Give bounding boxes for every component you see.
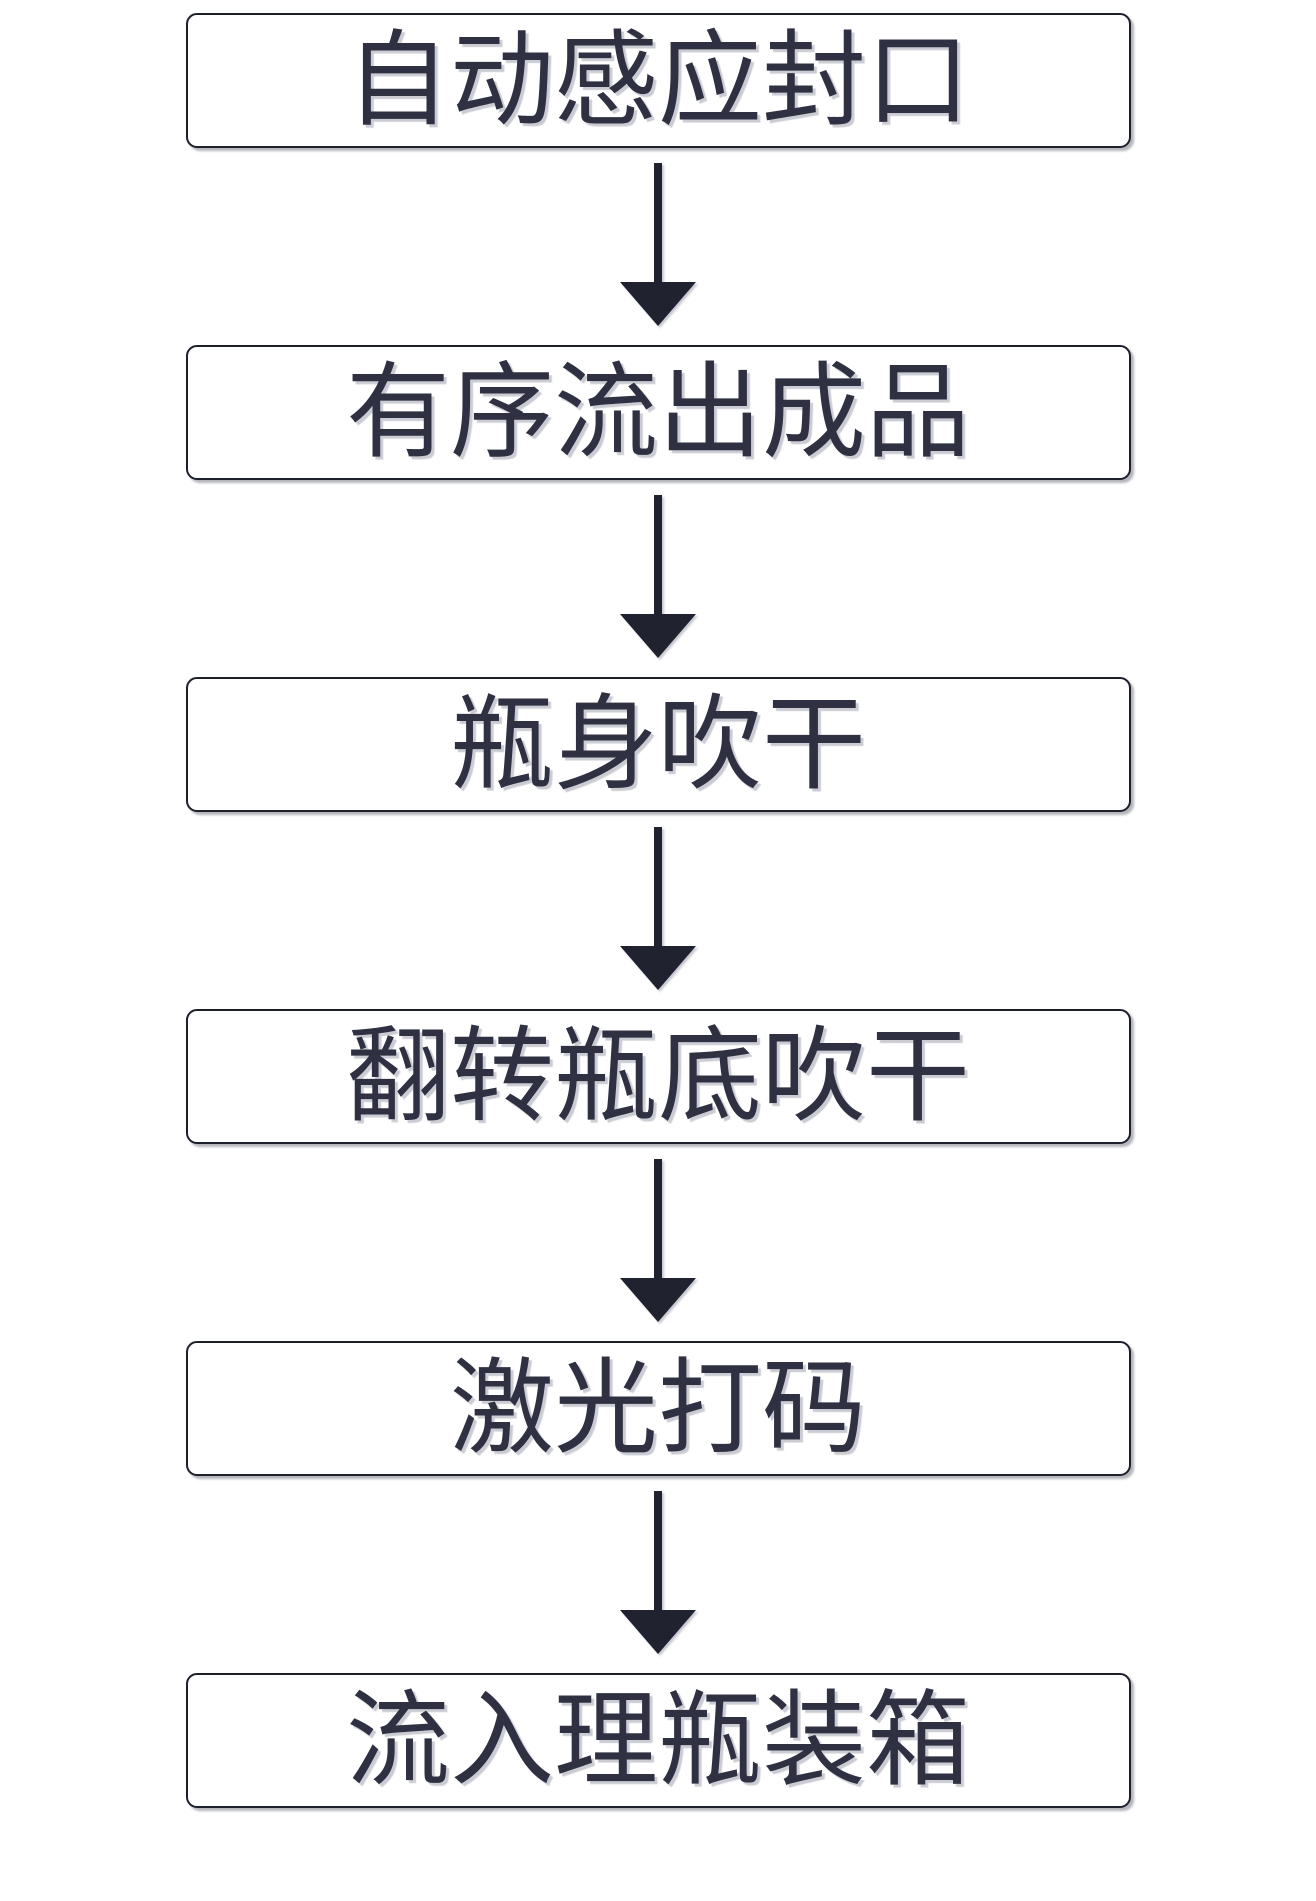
flowchart-step-5: 激光打码 [185, 1341, 1131, 1476]
flowchart-step-4: 翻转瓶底吹干 [185, 1009, 1131, 1144]
down-arrow-icon [620, 1144, 696, 1341]
step-label-5: 激光打码 [449, 1350, 866, 1467]
arrow-head [620, 282, 696, 326]
arrow-line [654, 827, 662, 946]
arrow-line [654, 1491, 662, 1610]
step-label-2: 有序流出成品 [345, 354, 970, 471]
arrow-head [620, 1610, 696, 1654]
down-arrow-icon [620, 480, 696, 677]
arrow-line [654, 1159, 662, 1278]
step-label-3: 瓶身吹干 [449, 686, 866, 803]
step-label-1: 自动感应封口 [345, 22, 970, 139]
step-label-4: 翻转瓶底吹干 [345, 1018, 970, 1135]
arrow-line [654, 495, 662, 614]
step-label-6: 流入理瓶装箱 [345, 1682, 970, 1799]
arrow-head [620, 1278, 696, 1322]
arrow-head [620, 614, 696, 658]
flowchart-step-6: 流入理瓶装箱 [185, 1673, 1131, 1808]
flowchart-step-3: 瓶身吹干 [185, 677, 1131, 812]
down-arrow-icon [620, 1476, 696, 1673]
down-arrow-icon [620, 148, 696, 345]
arrow-line [654, 163, 662, 282]
flowchart-step-2: 有序流出成品 [185, 345, 1131, 480]
down-arrow-icon [620, 812, 696, 1009]
flowchart-step-1: 自动感应封口 [185, 13, 1131, 148]
arrow-head [620, 946, 696, 990]
